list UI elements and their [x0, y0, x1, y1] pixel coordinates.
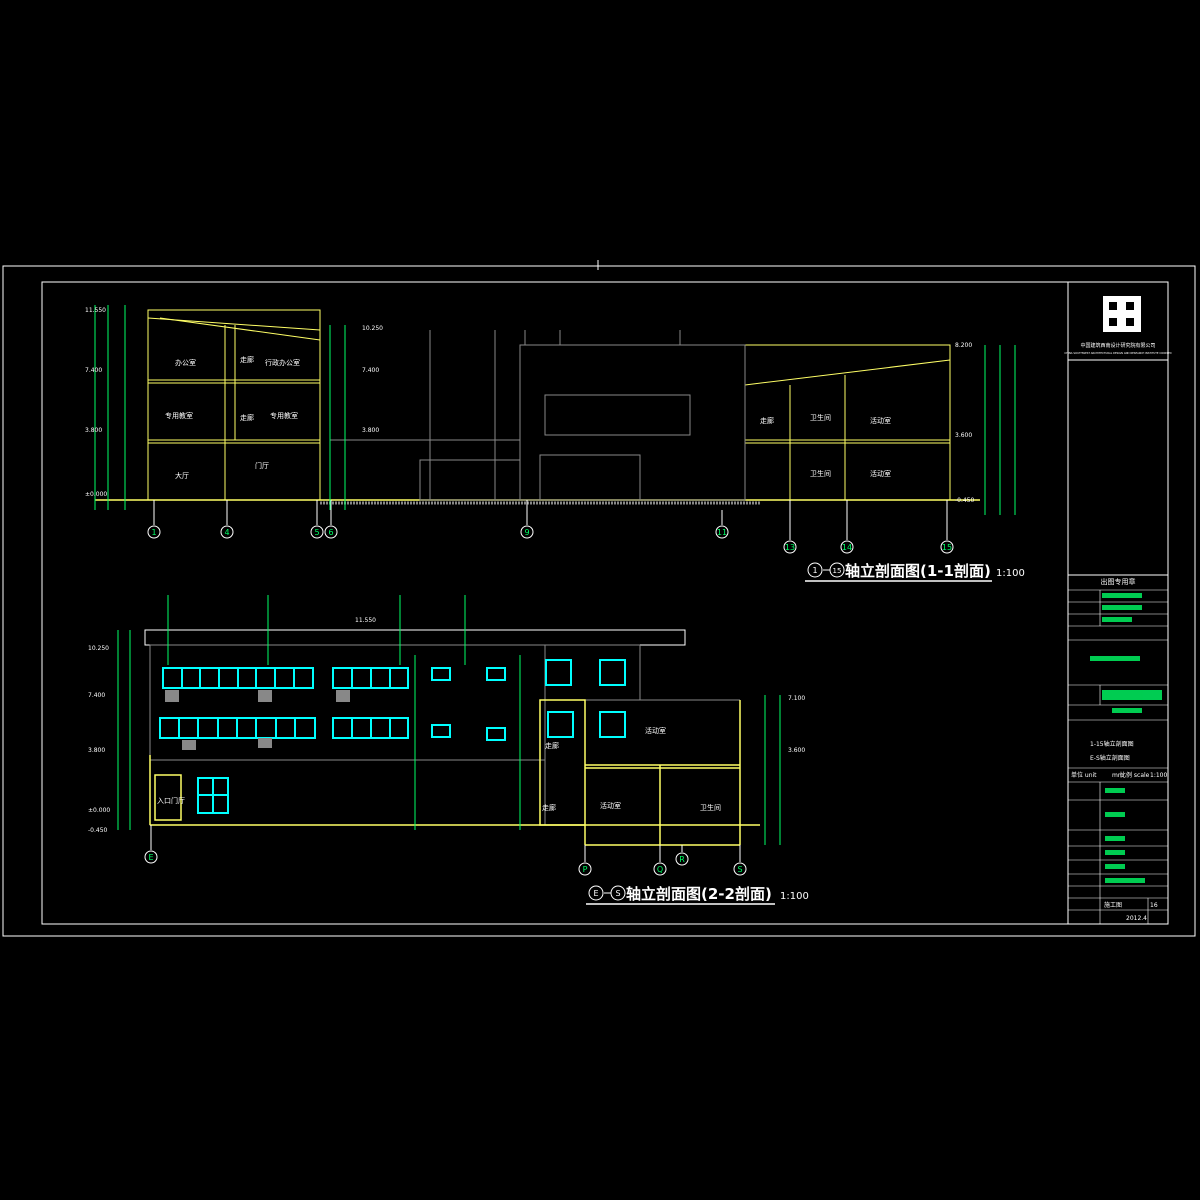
elevation-label: 11.550: [85, 307, 106, 314]
section-2-2: E P Q R S 入口门厅 走廊 活动室 卫生间 走廊 活动室 11.550 …: [88, 595, 809, 905]
axis-label: 14: [842, 543, 852, 552]
company-name-en: CHINA SOUTHWEST ARCHITECTURAL DESIGN AND…: [1064, 351, 1171, 355]
room-label: 卫生间: [810, 469, 831, 478]
axis-label: 11: [717, 528, 727, 537]
elevation-label: -0.450: [955, 497, 975, 504]
elevation-label: 10.250: [88, 645, 109, 652]
room-label: 专用教室: [165, 411, 193, 420]
title-axis-start: 1: [812, 566, 817, 575]
date-value: 2012.4: [1126, 915, 1147, 922]
axis-label: S: [737, 865, 742, 874]
stamp-heading: 出图专用章: [1101, 577, 1136, 586]
axis-label: 15: [942, 543, 952, 552]
axis-label: 13: [785, 543, 795, 552]
room-label: 卫生间: [810, 413, 831, 422]
window-row-upper: [162, 659, 626, 689]
room-label: 入口门厅: [157, 796, 185, 805]
phase: 施工图: [1104, 901, 1122, 909]
inner-frame: [41, 281, 1169, 925]
room-label: 走廊: [240, 413, 254, 422]
elevation-label: 11.550: [355, 617, 376, 624]
section-1-title-text: 轴立剖面图(1-1剖面): [845, 562, 991, 580]
section-1-title: 1 15 轴立剖面图(1-1剖面) 1:100: [805, 562, 1025, 582]
room-label: 行政办公室: [265, 358, 300, 367]
axis-label: Q: [657, 865, 663, 874]
room-label: 走廊: [760, 416, 774, 425]
axis-label: 1: [151, 528, 156, 537]
room-label: 走廊: [545, 741, 559, 750]
scale-label: 比例 scale: [1120, 771, 1150, 779]
room-label: 走廊: [542, 803, 556, 812]
elevation-label: 10.250: [362, 325, 383, 332]
title-axis-start: E: [593, 889, 598, 898]
elevation-label: 3.600: [788, 747, 805, 754]
sheet-no: 16: [1150, 902, 1158, 909]
wall-blocks: [165, 690, 350, 750]
elevation-label: 7.400: [85, 367, 102, 374]
company-logo: [1103, 296, 1141, 332]
drawing-name-1: 1-15轴立剖面图: [1090, 740, 1134, 748]
elevation-label: 8.200: [955, 342, 972, 349]
axis-label: 9: [524, 528, 529, 537]
section-2-scale: 1:100: [780, 891, 809, 902]
room-label: 专用教室: [270, 411, 298, 420]
elevation-label: 3.600: [955, 432, 972, 439]
axis-label: 4: [224, 528, 229, 537]
drawing-name-2: E-S轴立剖面图: [1090, 754, 1130, 762]
elevation-label: 7.400: [362, 367, 379, 374]
axis-label: P: [583, 865, 588, 874]
elevation-label: 3.800: [88, 747, 105, 754]
section-1-scale: 1:100: [996, 568, 1025, 579]
unit-value: mm: [1112, 772, 1124, 779]
axis-label: 5: [314, 528, 319, 537]
outer-frame: [2, 265, 1196, 937]
window-row-lower: [159, 711, 626, 814]
elevation-label: 7.100: [788, 695, 805, 702]
title-axis-end: 15: [833, 567, 842, 575]
section-1-1: 1 4 5 6 9 11 13 14 15 办公室 走廊 行政办公室 专用教室 …: [85, 305, 1025, 582]
room-label: 活动室: [600, 801, 621, 810]
company-name: 中国建筑西南设计研究院有限公司: [1080, 342, 1155, 349]
elevation-label: 7.400: [88, 692, 105, 699]
title-block: 中国建筑西南设计研究院有限公司 CHINA SOUTHWEST ARCHITEC…: [1064, 281, 1172, 925]
axis-label: 6: [328, 528, 333, 537]
room-label: 卫生间: [700, 803, 721, 812]
room-label: 门厅: [255, 461, 269, 470]
title-axis-end: S: [615, 889, 620, 898]
elevation-label: 3.800: [362, 427, 379, 434]
section-2-title: E S 轴立剖面图(2-2剖面) 1:100: [586, 885, 809, 905]
room-label: 办公室: [175, 358, 196, 367]
axis-label: E: [148, 853, 153, 862]
room-label: 活动室: [870, 416, 891, 425]
elevation-label: ±0.000: [88, 807, 110, 814]
room-label: 活动室: [870, 469, 891, 478]
axis-label: R: [679, 855, 685, 864]
room-label: 活动室: [645, 726, 666, 735]
room-label: 走廊: [240, 355, 254, 364]
elevation-label: 3.800: [85, 427, 102, 434]
elevation-label: -0.450: [88, 827, 108, 834]
elevation-label: ±0.000: [85, 491, 107, 498]
room-label: 大厅: [175, 471, 189, 480]
section-2-title-text: 轴立剖面图(2-2剖面): [626, 885, 772, 903]
scale-value: 1:100: [1150, 772, 1167, 779]
unit-label: 单位 unit: [1071, 771, 1097, 779]
